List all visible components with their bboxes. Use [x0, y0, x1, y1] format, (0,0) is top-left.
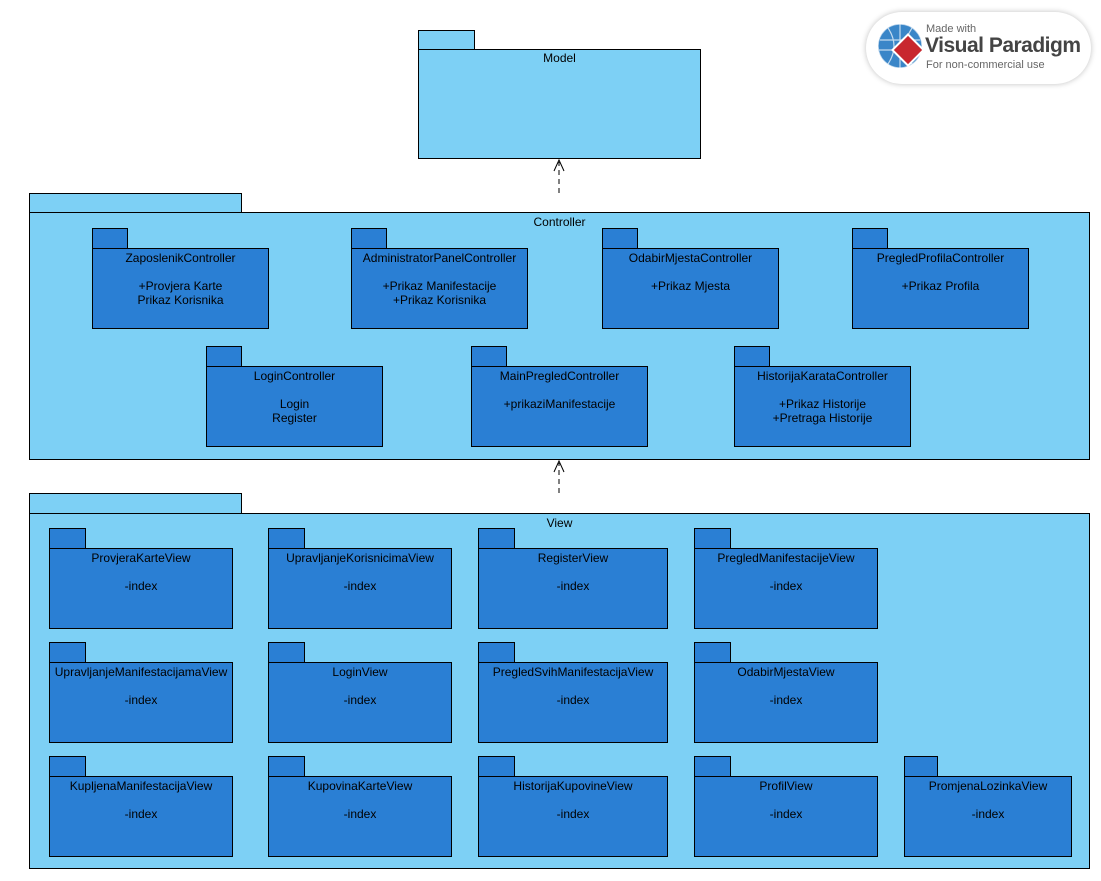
package-operations: +prikaziManifestacije — [472, 397, 647, 411]
pregled-svih-manifestacija-view-package[interactable]: PregledSvihManifestacijaView -index — [478, 662, 668, 743]
package-name: KupovinaKarteView — [307, 779, 413, 793]
package-name: PregledProfilaController — [876, 251, 1005, 265]
historija-karata-controller-package[interactable]: HistorijaKarataController +Prikaz Histori… — [734, 366, 911, 447]
package-operations: +Prikaz Mjesta — [603, 279, 778, 293]
operation: +Prikaz Korisnika — [392, 293, 487, 307]
kupljena-manifestacija-view-package[interactable]: KupljenaManifestacijaView -index — [49, 776, 233, 857]
package-name: OdabirMjestaController — [628, 251, 753, 265]
administrator-panel-controller-package[interactable]: AdministratorPanelController +Prikaz Mani… — [351, 248, 528, 329]
operation: +Prikaz Manifestacije — [382, 279, 497, 293]
package-name: UpravljanjeManifestacijamaView — [54, 665, 228, 679]
operation: +prikaziManifestacije — [503, 397, 616, 411]
package-name: AdministratorPanelController — [362, 251, 517, 265]
operation: -index — [769, 693, 803, 707]
package-operations: +Prikaz Historije+Pretraga Historije — [735, 397, 910, 425]
watermark-brand: Visual Paradigm — [925, 34, 1081, 57]
main-pregled-controller-package[interactable]: MainPregledController +prikaziManifestaci… — [471, 366, 648, 447]
operation: +Prikaz Profila — [901, 279, 980, 293]
package-name: RegisterView — [537, 551, 609, 565]
visual-paradigm-logo-icon — [877, 23, 925, 69]
package-operations: -index — [695, 579, 877, 593]
package-operations: -index — [695, 807, 877, 821]
operation: +Provjera Karte — [138, 279, 223, 293]
package-name: PregledManifestacijeView — [717, 551, 855, 565]
operation: -index — [556, 579, 590, 593]
package-name: UpravljanjeKorisnicimaView — [286, 551, 434, 565]
package-name: PregledSvihManifestacijaView — [492, 665, 654, 679]
operation: -index — [971, 807, 1005, 821]
package-operations: -index — [479, 579, 667, 593]
operation: +Prikaz Mjesta — [650, 279, 731, 293]
package-operations: -index — [269, 579, 451, 593]
upravljanje-manifestacijama-view-package[interactable]: UpravljanjeManifestacijamaView -index — [49, 662, 233, 743]
odabir-mjesta-controller-package[interactable]: OdabirMjestaController +Prikaz Mjesta — [602, 248, 779, 329]
upravljanje-korisnicima-view-package[interactable]: UpravljanjeKorisnicimaView -index — [268, 548, 452, 629]
package-name: OdabirMjestaView — [737, 665, 835, 679]
package-operations: -index — [695, 693, 877, 707]
package-name: PromjenaLozinkaView — [928, 779, 1048, 793]
model-package-title: Model — [543, 51, 576, 65]
promjena-lozinka-view-package[interactable]: PromjenaLozinkaView -index — [904, 776, 1072, 857]
package-name: ProvjeraKarteView — [91, 551, 191, 565]
package-operations: -index — [479, 693, 667, 707]
provjera-karte-view-package[interactable]: ProvjeraKarteView -index — [49, 548, 233, 629]
operation: -index — [124, 579, 158, 593]
package-operations: -index — [269, 807, 451, 821]
package-name: ZaposlenikController — [125, 251, 236, 265]
package-operations: +Prikaz Profila — [853, 279, 1028, 293]
visual-paradigm-watermark: Made with Visual Paradigm For non-commer… — [866, 12, 1091, 84]
watermark-subtitle: For non-commercial use — [926, 59, 1045, 71]
operation: -index — [556, 693, 590, 707]
package-operations: -index — [269, 693, 451, 707]
package-name: LoginController — [253, 369, 336, 383]
package-operations: -index — [479, 807, 667, 821]
package-operations: -index — [50, 807, 232, 821]
package-name: MainPregledController — [499, 369, 620, 383]
kupovina-karte-view-package[interactable]: KupovinaKarteView -index — [268, 776, 452, 857]
controller-package-title: Controller — [533, 215, 586, 229]
operation: +Pretraga Historije — [772, 411, 873, 425]
operation: +Prikaz Historije — [778, 397, 867, 411]
operation: Login — [279, 397, 310, 411]
package-name: LoginView — [332, 665, 388, 679]
package-name: ProfilView — [759, 779, 813, 793]
operation: -index — [343, 807, 377, 821]
view-to-controller-dependency — [553, 459, 565, 493]
view-package-title: View — [546, 516, 573, 530]
package-operations: -index — [50, 693, 232, 707]
operation: Register — [272, 411, 317, 425]
pregled-manifestacije-view-package[interactable]: PregledManifestacijeView -index — [694, 548, 878, 629]
package-operations: -index — [50, 579, 232, 593]
register-view-package[interactable]: RegisterView -index — [478, 548, 668, 629]
operation: -index — [343, 579, 377, 593]
historija-kupovine-view-package[interactable]: HistorijaKupovineView -index — [478, 776, 668, 857]
watermark-made-with: Made with — [926, 23, 977, 35]
odabir-mjesta-view-package[interactable]: OdabirMjestaView -index — [694, 662, 878, 743]
pregled-profila-controller-package[interactable]: PregledProfilaController +Prikaz Profila — [852, 248, 1029, 329]
package-name: KupljenaManifestacijaView — [69, 779, 213, 793]
operation: -index — [124, 693, 158, 707]
login-view-package[interactable]: LoginView -index — [268, 662, 452, 743]
package-operations: +Prikaz Manifestacije+Prikaz Korisnika — [352, 279, 527, 307]
controller-to-model-dependency — [553, 158, 565, 193]
profil-view-package[interactable]: ProfilView -index — [694, 776, 878, 857]
operation: -index — [124, 807, 158, 821]
operation: -index — [343, 693, 377, 707]
operation: Prikaz Korisnika — [137, 293, 224, 307]
package-name: HistorijaKarataController — [757, 369, 888, 383]
operation: -index — [556, 807, 590, 821]
package-name: HistorijaKupovineView — [513, 779, 633, 793]
package-operations: -index — [905, 807, 1071, 821]
operation: -index — [769, 579, 803, 593]
model-package[interactable]: Model — [418, 49, 701, 159]
operation: -index — [769, 807, 803, 821]
